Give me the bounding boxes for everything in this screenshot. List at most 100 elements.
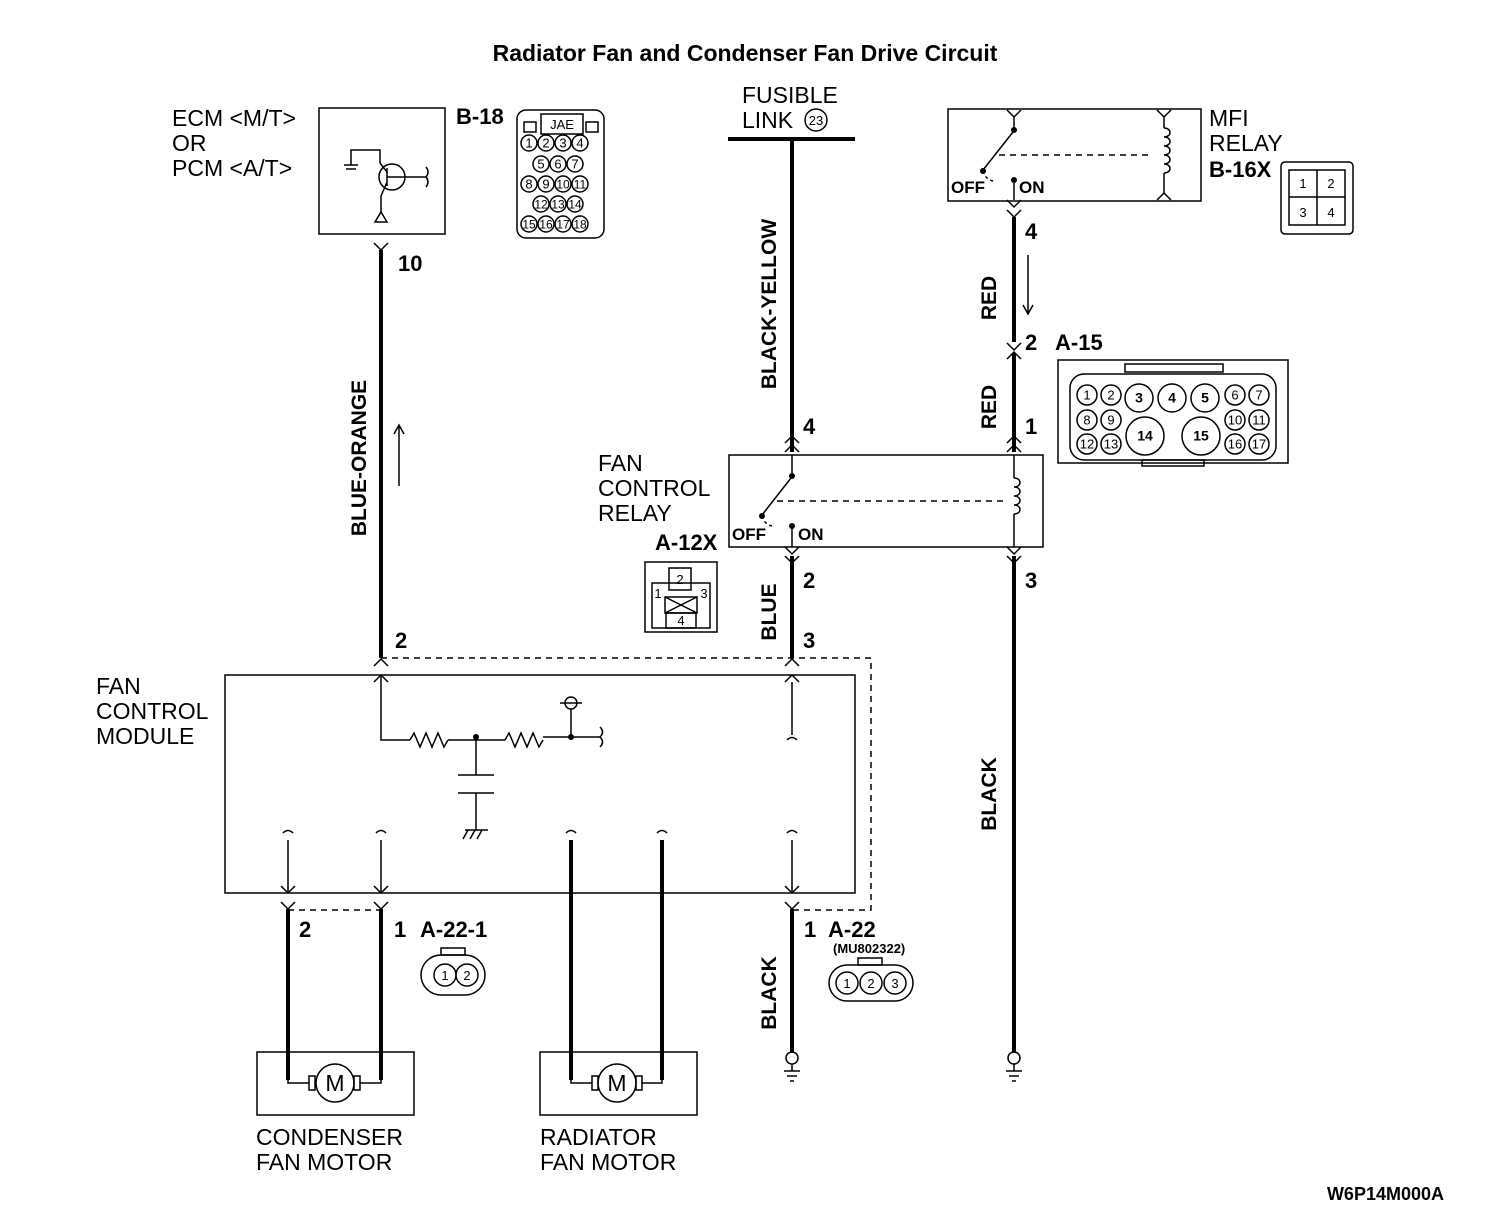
b16x-cell-2: 2	[1327, 176, 1334, 191]
a12x-cell-2: 2	[676, 572, 683, 587]
fcm-box	[224, 674, 856, 894]
a12x-cell-3: 3	[700, 586, 707, 601]
ground-icon	[784, 1051, 800, 1082]
a15-cell-6: 6	[1231, 388, 1238, 403]
b18-cell-13: 13	[551, 198, 565, 212]
a15-cell-3: 3	[1135, 390, 1143, 406]
a15-cell-9-pin	[1100, 409, 1122, 431]
b18-cell-18: 18	[573, 218, 587, 232]
diagram-title: Radiator Fan and Condenser Fan Drive Cir…	[493, 40, 998, 66]
fcr-connector-id: A-12X	[655, 530, 718, 555]
fcr-label-line-3: RELAY	[598, 500, 672, 526]
wire-label-red-lower: RED	[978, 385, 1001, 429]
condenser-fan-motor: M CONDENSER FAN MOTOR	[256, 1051, 415, 1175]
relay-pin-3: 3	[1025, 568, 1037, 593]
b18-cell-7-pin	[566, 155, 584, 173]
b18-cell-14: 14	[568, 198, 582, 212]
b18-cell-1-pin	[520, 134, 538, 152]
fcm-pin-2: 2	[395, 628, 407, 653]
fusible-link-line-2: LINK	[742, 107, 794, 133]
a15-pin-1: 1	[1025, 414, 1037, 439]
fcm-label-line-3: MODULE	[96, 723, 194, 749]
a15-connector-id: A-15	[1055, 330, 1103, 355]
b18-cell-18-pin	[571, 215, 589, 233]
ecm-connector-id: B-18	[456, 104, 504, 129]
a15-cell-11-pin	[1248, 409, 1270, 431]
mfi-relay-connector-id: B-16X	[1209, 157, 1272, 182]
radiator-motor-line-2: FAN MOTOR	[540, 1149, 676, 1175]
a15-cell-5-pin	[1190, 383, 1220, 413]
wire-label-red-upper: RED	[978, 276, 1001, 320]
a22-1-pin-2: 2	[299, 917, 311, 942]
a15-cell-13: 13	[1104, 437, 1118, 452]
b18-cell-12-pin	[532, 195, 550, 213]
a15-cell-2: 2	[1107, 388, 1114, 403]
a15-cell-2-pin	[1100, 384, 1122, 406]
b18-cell-15-pin	[520, 215, 538, 233]
fusible-link-line-1: FUSIBLE	[742, 82, 838, 108]
b18-type-label: JAE	[550, 117, 574, 132]
b18-cell-3: 3	[559, 136, 566, 151]
a15-cell-13-pin	[1100, 433, 1122, 455]
a15-cell-3-pin	[1124, 383, 1154, 413]
fcr-box	[728, 454, 1044, 548]
a15-cell-17-pin	[1248, 433, 1270, 455]
fcm-label-line-2: CONTROL	[96, 698, 209, 724]
relay-pin-4: 4	[803, 414, 816, 439]
ecm-label-line-1: ECM <M/T>	[172, 105, 296, 131]
b18-cell-11-pin	[571, 175, 589, 193]
b18-cell-11: 11	[574, 178, 587, 192]
ecm-label-line-3: PCM <A/T>	[172, 155, 292, 181]
a22-cell-2: 2	[867, 976, 874, 991]
a22-connector-id: A-22	[828, 917, 876, 942]
wire-label-black-relay: BLACK	[978, 757, 1001, 831]
a22-pin-1: 1	[804, 917, 816, 942]
radiator-fan-motor: M RADIATOR FAN MOTOR	[539, 1051, 698, 1175]
b18-cell-4: 4	[576, 136, 583, 151]
a15-cell-10: 10	[1228, 413, 1242, 428]
mfi-relay-box	[947, 108, 1202, 202]
a15-cell-15-pin	[1181, 416, 1221, 456]
b18-cell-5: 5	[537, 157, 544, 172]
fcr-label-line-2: CONTROL	[598, 475, 711, 501]
b16x-cell-3: 3	[1299, 205, 1306, 220]
current-arrow-down-icon	[1022, 255, 1034, 316]
relay-pin-2: 2	[803, 568, 815, 593]
mfi-relay-pin-4: 4	[1025, 219, 1038, 244]
b18-cell-16-pin	[537, 215, 555, 233]
a22-1-cell-2: 2	[463, 968, 470, 983]
drawing-code: W6P14M000A	[1327, 1184, 1444, 1204]
fcm-pin-3: 3	[803, 628, 815, 653]
condenser-motor-line-2: FAN MOTOR	[256, 1149, 392, 1175]
motor-icon: M	[325, 1070, 344, 1096]
b18-cell-10-pin	[554, 175, 572, 193]
b18-cell-5-pin	[532, 155, 550, 173]
a15-cell-4: 4	[1168, 390, 1176, 406]
b16x-cell-4: 4	[1327, 205, 1334, 220]
transistor-icon	[344, 149, 429, 223]
ecm-label-line-2: OR	[172, 130, 207, 156]
a22-cell-1: 1	[843, 976, 850, 991]
b18-cell-1: 1	[525, 136, 532, 151]
b18-cell-8-pin	[520, 175, 538, 193]
b18-cell-2: 2	[542, 136, 549, 151]
fcr-off: OFF	[732, 525, 766, 544]
b18-cell-9-pin	[537, 175, 555, 193]
b16x-connector-face: 1 2 3 4	[1280, 161, 1354, 235]
a15-cell-7-pin	[1248, 384, 1270, 406]
wire-label-black-ground: BLACK	[758, 956, 781, 1030]
a15-cell-15: 15	[1193, 428, 1209, 444]
ecm-pin-10: 10	[398, 251, 422, 276]
a22-1-connector-id: A-22-1	[420, 917, 487, 942]
wire-label-black-yellow: BLACK-YELLOW	[758, 219, 781, 389]
a15-cell-14: 14	[1137, 428, 1153, 444]
a15-cell-6-pin	[1224, 384, 1246, 406]
a22-part-number: (MU802322)	[833, 941, 905, 956]
a22-1-cell-1: 1	[441, 968, 448, 983]
a15-cell-14-pin	[1125, 416, 1165, 456]
mfi-relay-off: OFF	[951, 178, 985, 197]
b18-cell-13-pin	[549, 195, 567, 213]
motor-icon: M	[607, 1070, 626, 1096]
